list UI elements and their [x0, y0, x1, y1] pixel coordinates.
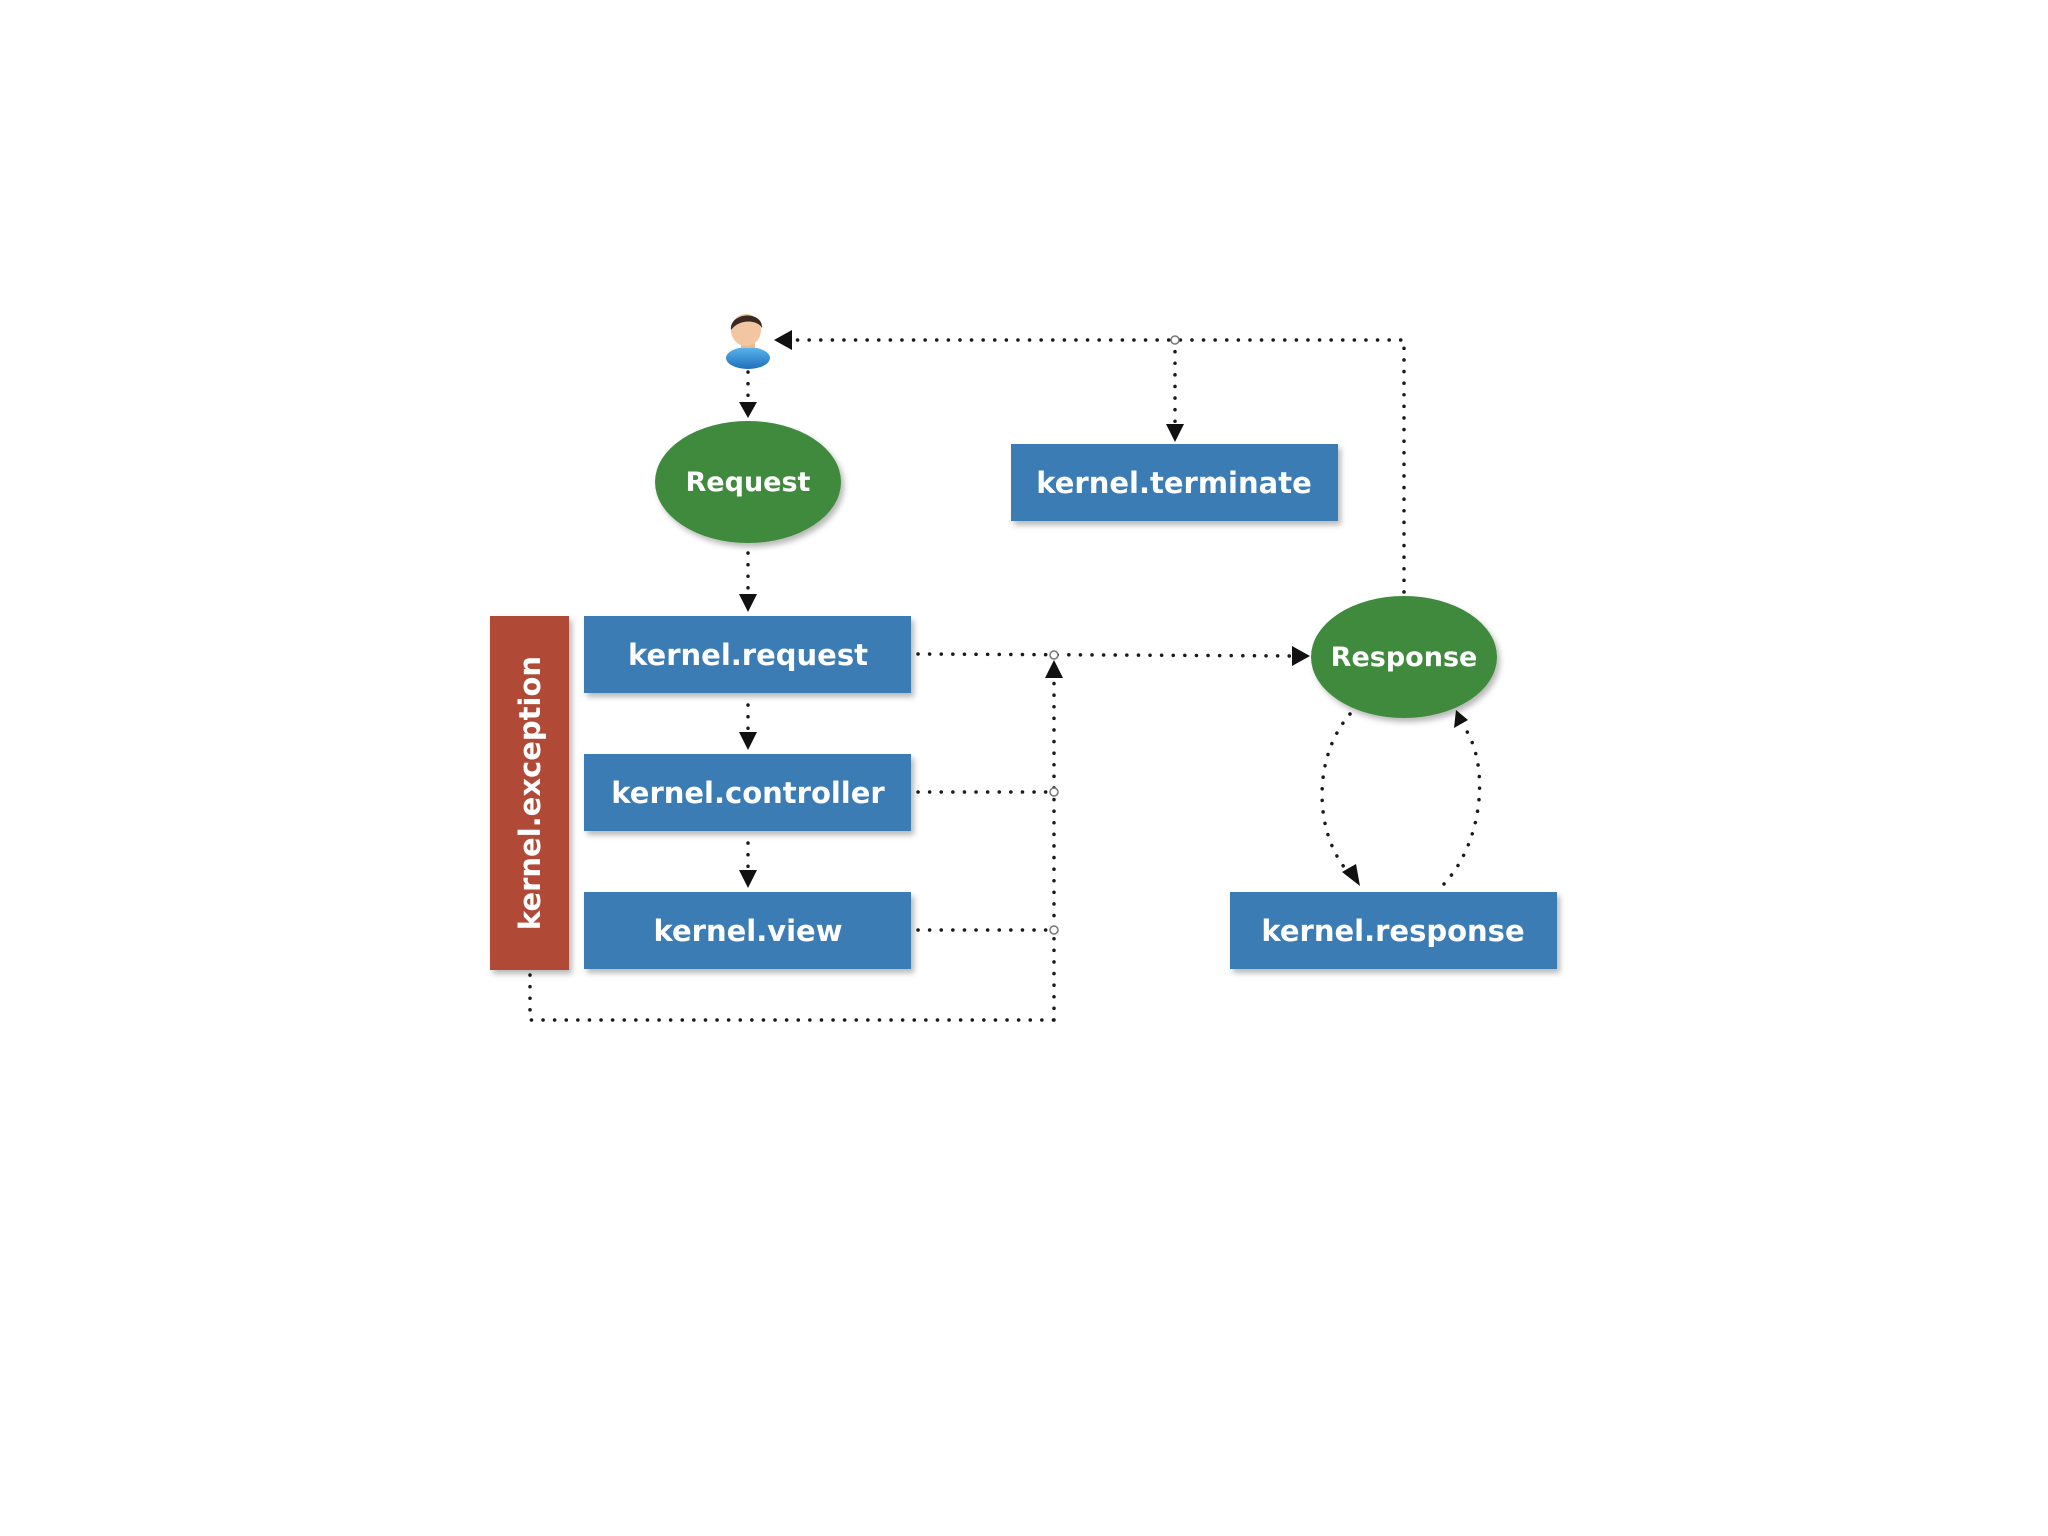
arrowhead-into-kernel-view [739, 870, 757, 888]
arrowhead-into-user [774, 330, 792, 350]
connector-kernel-request-to-response [916, 652, 1294, 658]
kernel-view-label: kernel.view [653, 914, 842, 948]
kernel-controller-box [584, 754, 911, 831]
arrowhead-into-kernel-controller [739, 732, 757, 750]
arrowhead-bus-up [1045, 660, 1063, 678]
arrowhead-into-request [739, 402, 757, 418]
junctions [1049, 335, 1180, 935]
junction-controller-line [1049, 787, 1059, 797]
kernel-terminate-label: kernel.terminate [1036, 466, 1312, 500]
kernel-request-box [584, 616, 911, 693]
arrowhead-into-kernel-request [739, 594, 757, 612]
kernel-terminate-node: kernel.terminate [1011, 444, 1338, 521]
response-ellipse [1311, 596, 1497, 718]
user-icon [726, 314, 770, 369]
kernel-exception-box [490, 616, 569, 970]
kernel-controller-node: kernel.controller [584, 754, 911, 831]
request-ellipse [655, 421, 841, 543]
connectors [528, 338, 1482, 1022]
connector-kernel-exception-to-bus [528, 973, 1056, 1022]
kernel-response-node: kernel.response [1230, 892, 1557, 969]
connector-response-to-user [790, 338, 1406, 594]
arrowhead-into-response-from-kernel-response [1454, 710, 1468, 728]
arrowhead-into-response [1292, 646, 1310, 666]
kernel-terminate-box [1011, 444, 1338, 521]
arrowhead-into-kernel-terminate [1166, 424, 1184, 442]
response-label: Response [1331, 642, 1478, 673]
arrowheads [739, 330, 1468, 888]
request-node: Request [655, 421, 841, 543]
kernel-view-node: kernel.view [584, 892, 911, 969]
kernel-response-box [1230, 892, 1557, 969]
kernel-view-box [584, 892, 911, 969]
kernel-exception-label: kernel.exception [513, 656, 547, 930]
request-label: Request [686, 467, 811, 498]
kernel-request-node: kernel.request [584, 616, 911, 693]
connector-kernel-response-to-response [1442, 722, 1482, 886]
junction-top [1170, 335, 1180, 345]
kernel-exception-node: kernel.exception [490, 616, 569, 970]
junction-view-line [1049, 925, 1059, 935]
kernel-request-label: kernel.request [628, 638, 868, 672]
arrowhead-into-kernel-response [1342, 864, 1360, 886]
kernel-response-label: kernel.response [1261, 914, 1524, 948]
junction-request-line [1049, 650, 1059, 660]
connector-response-to-kernel-response [1320, 712, 1354, 878]
response-node: Response [1311, 596, 1497, 718]
kernel-controller-label: kernel.controller [611, 776, 885, 810]
